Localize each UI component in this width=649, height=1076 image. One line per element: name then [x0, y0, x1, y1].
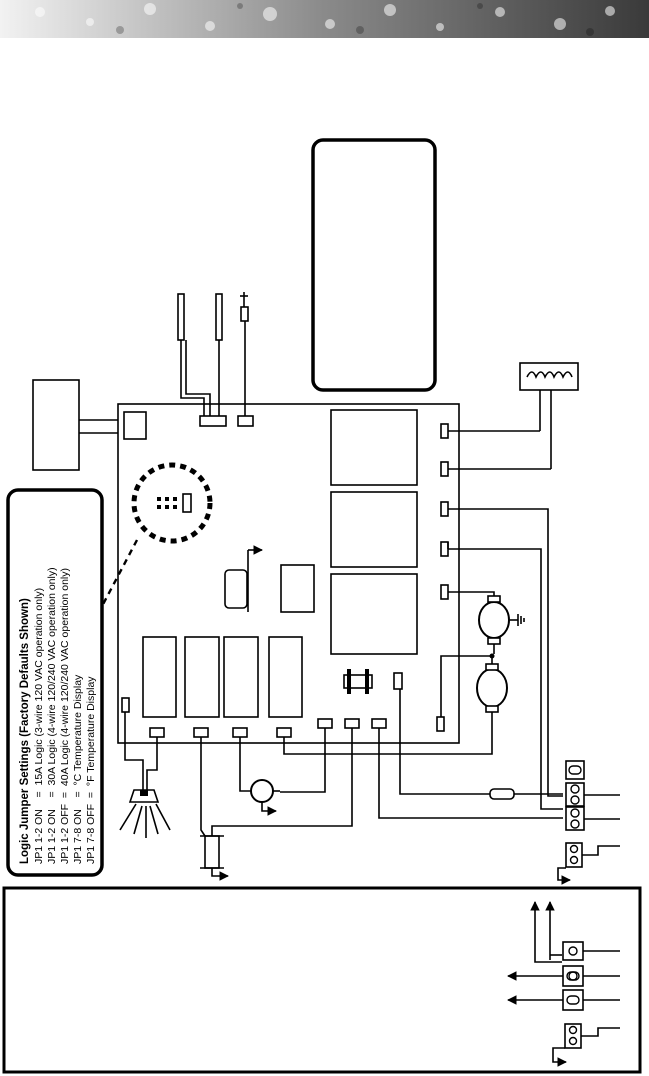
relay-7	[268, 636, 303, 718]
jumper-location	[131, 462, 213, 544]
light-icon	[119, 712, 171, 838]
pump-icon	[239, 737, 280, 816]
auxiliary-box	[32, 379, 80, 471]
relay-6	[223, 636, 259, 718]
ozone-device	[200, 737, 229, 881]
relay-5	[184, 636, 220, 718]
jumper-note-line: JP1 1-2 ON = 30A Logic (4-wire 120/240 V…	[46, 567, 58, 864]
sensor-probes	[177, 292, 249, 416]
terminal-block-icon	[557, 760, 620, 885]
relay-4	[142, 636, 177, 718]
jumper-note-line: JP1 1-2 ON = 15A Logic (3-wire 120 VAC o…	[33, 588, 45, 864]
board-transformer	[224, 545, 315, 613]
water-banner	[0, 0, 649, 38]
lower-frame	[2, 886, 642, 1074]
jumper-pins	[157, 493, 192, 513]
jumper-note-line: JP1 7-8 OFF = °F Temperature Display	[85, 676, 97, 864]
board-connector-a	[123, 411, 147, 440]
board-terminals-bottom	[121, 697, 445, 738]
relay-2	[330, 491, 418, 568]
topside-panel	[311, 138, 437, 392]
board-connector-b	[199, 415, 227, 427]
jumper-note-line: JP1 7-8 ON = °C Temperature Display	[72, 674, 84, 864]
terminal-block-icon	[507, 901, 620, 1067]
jumper-settings-note	[6, 488, 104, 877]
inline-fuse	[489, 788, 515, 800]
jumper-note-title: Logic Jumper Settings (Factory Defaults …	[19, 598, 31, 864]
board-fuse	[343, 669, 403, 694]
relay-3	[330, 573, 418, 655]
board-connector-c	[237, 415, 254, 427]
heater-coil-icon	[448, 362, 579, 470]
motor-icon	[448, 591, 525, 654]
motor-icon	[283, 653, 508, 755]
relay-1	[330, 409, 418, 486]
jumper-settings-text: Logic Jumper Settings (Factory Defaults …	[19, 567, 97, 864]
jumper-note-line: JP1 1-2 OFF = 40A Logic (4-wire 120/240 …	[59, 568, 71, 864]
